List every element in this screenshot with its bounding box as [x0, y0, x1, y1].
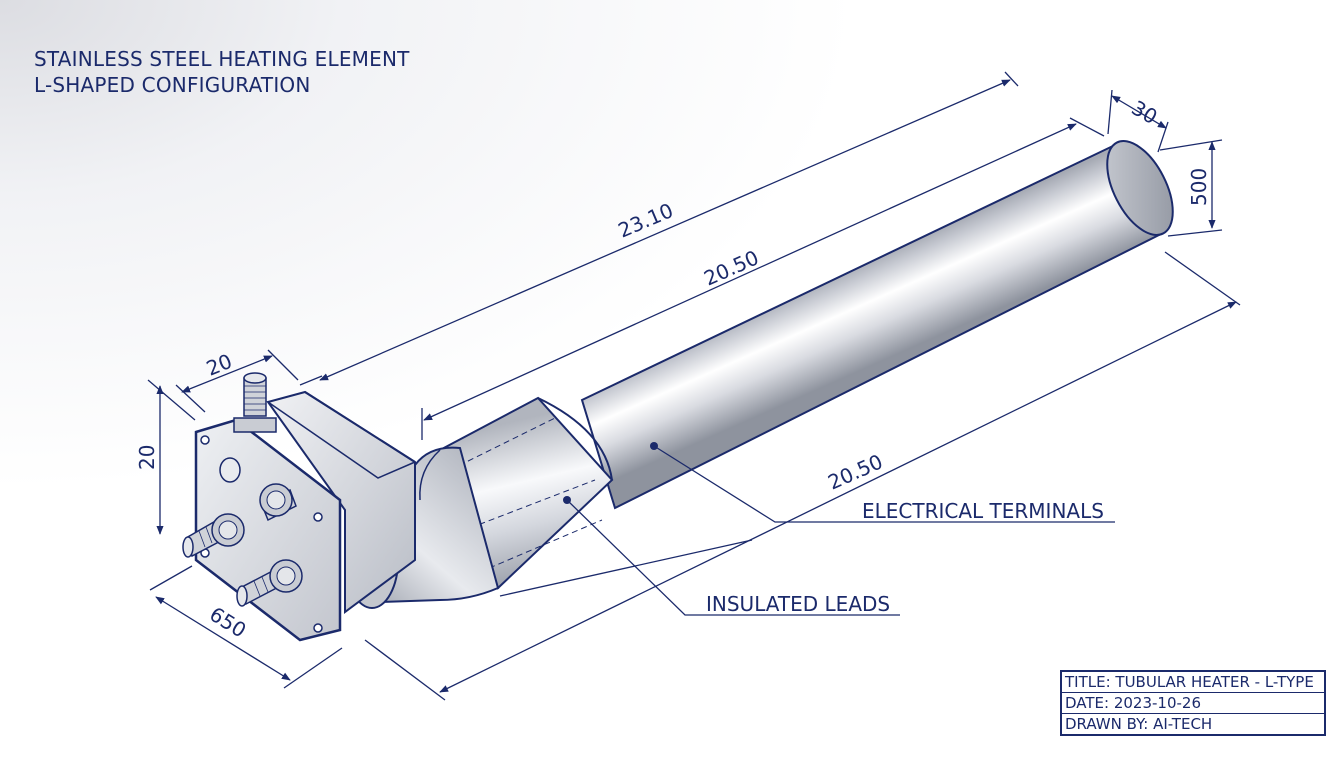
- callout-insulated-leads: INSULATED LEADS: [563, 496, 900, 616]
- dim-flange-height: 20: [135, 445, 159, 470]
- dim-flange-width: 20: [203, 349, 236, 381]
- bolt-hole: [200, 435, 210, 445]
- terminal-box: [266, 390, 416, 614]
- callout-electrical-terminals: ELECTRICAL TERMINALS: [650, 442, 1115, 523]
- title-block-drawn-by: DRAWN BY: AI-TECH: [1065, 715, 1213, 733]
- dim-upper-tube-length: 20.50: [700, 245, 762, 290]
- dim-lower-tube-length: 20.50: [824, 449, 886, 494]
- title-block: TITLE: TUBULAR HEATER - L-TYPE DATE: 202…: [1060, 670, 1326, 736]
- dim-overall-length: 23.10: [615, 198, 677, 242]
- dim-end-height: 500: [1187, 168, 1211, 206]
- title-line-2: L-SHAPED CONFIGURATION: [34, 73, 311, 97]
- tube-end-cap: [1106, 140, 1174, 236]
- title-block-date: DATE: 2023-10-26: [1062, 693, 1324, 714]
- label-insulated-leads: INSULATED LEADS: [706, 592, 890, 616]
- title-block-title: TITLE: TUBULAR HEATER - L-TYPE: [1062, 672, 1324, 693]
- heater-tube: [580, 140, 1174, 510]
- title-line-1: STAINLESS STEEL HEATING ELEMENT: [34, 47, 410, 71]
- ground-port: [219, 457, 241, 483]
- dimension-lines: [147, 71, 1241, 701]
- bolt-hole: [313, 512, 323, 522]
- label-electrical-terminals: ELECTRICAL TERMINALS: [862, 499, 1104, 523]
- dim-base-length: 650: [205, 602, 250, 643]
- dim-end-offset: 30: [1128, 96, 1162, 130]
- bolt-hole: [313, 623, 323, 633]
- drawing-title: STAINLESS STEEL HEATING ELEMENT L-SHAPED…: [34, 46, 410, 98]
